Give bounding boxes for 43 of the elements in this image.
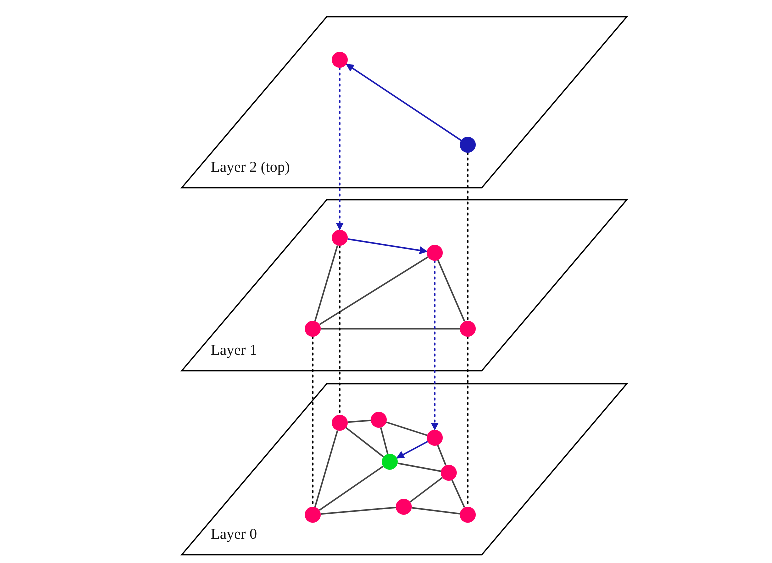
graph-node bbox=[382, 454, 398, 470]
graph-node bbox=[427, 430, 443, 446]
layer-plane bbox=[182, 200, 627, 371]
graph-node bbox=[371, 412, 387, 428]
graph-edge bbox=[380, 428, 389, 454]
layer-plane bbox=[182, 17, 627, 188]
graph-edge bbox=[348, 420, 372, 424]
dotted-link bbox=[467, 152, 469, 322]
graph-edge bbox=[320, 506, 396, 516]
arrow bbox=[336, 67, 344, 231]
layer-label: Layer 1 bbox=[211, 343, 258, 360]
graph-edge bbox=[437, 445, 447, 466]
graph-edge bbox=[398, 462, 442, 472]
graph-node bbox=[427, 245, 443, 261]
graph-edge bbox=[314, 245, 338, 322]
arrow bbox=[346, 64, 462, 142]
graph-node bbox=[305, 507, 321, 523]
graph-edge bbox=[452, 480, 466, 508]
layer-plane bbox=[182, 384, 627, 555]
graph-node bbox=[332, 415, 348, 431]
graph-node bbox=[305, 321, 321, 337]
graph-edge bbox=[410, 477, 444, 503]
graph-node bbox=[396, 499, 412, 515]
arrow bbox=[396, 441, 428, 459]
graph-edge bbox=[346, 427, 384, 458]
graph-edge bbox=[319, 466, 384, 512]
graph-node bbox=[332, 230, 348, 246]
graph-edge bbox=[438, 260, 466, 322]
graph-edge bbox=[386, 422, 428, 436]
dotted-link bbox=[339, 245, 341, 416]
graph-edge bbox=[314, 430, 338, 508]
layer-label: Layer 2 (top) bbox=[211, 160, 290, 177]
layer-label: Layer 0 bbox=[211, 527, 258, 544]
arrow bbox=[348, 238, 428, 255]
graph-node bbox=[460, 137, 476, 153]
graph-node bbox=[441, 465, 457, 481]
graph-node bbox=[460, 321, 476, 337]
graph-node bbox=[460, 507, 476, 523]
arrow bbox=[431, 260, 439, 431]
graph-edge bbox=[321, 328, 460, 330]
graph-node bbox=[332, 52, 348, 68]
graph-edge bbox=[412, 507, 460, 515]
graph-edge bbox=[319, 256, 429, 326]
